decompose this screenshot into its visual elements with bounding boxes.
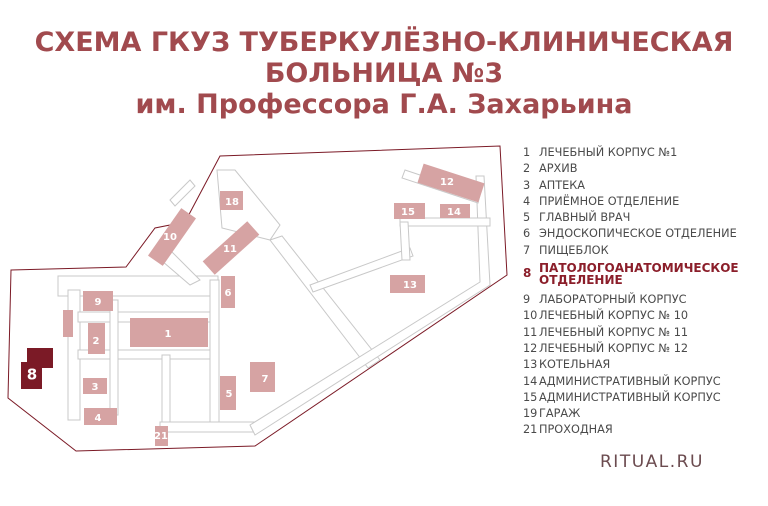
title-line-3: им. Профессора Г.А. Захарьина [135, 89, 633, 120]
building-21 [155, 426, 168, 446]
building-2 [88, 323, 105, 354]
svg-text:6: 6 [225, 288, 232, 299]
brand-logo: RITUAL.RU [600, 452, 704, 472]
territory-boundary [7, 145, 508, 452]
building-5 [220, 376, 236, 410]
svg-text:4: 4 [95, 413, 102, 424]
svg-text:14: 14 [447, 207, 461, 218]
building-11 [202, 221, 260, 275]
svg-text:8: 8 [27, 366, 37, 384]
building-3 [83, 378, 107, 394]
buildings [21, 163, 485, 446]
svg-text:10: 10 [163, 232, 177, 243]
building-13 [390, 275, 425, 293]
svg-text:1: 1 [165, 329, 172, 340]
svg-text:11: 11 [223, 244, 237, 255]
building-12 [417, 163, 485, 203]
building-labels: 1 2 3 4 5 6 7 8 9 10 11 12 13 14 15 18 2… [27, 177, 461, 442]
building-7 [250, 362, 275, 392]
svg-text:18: 18 [225, 197, 239, 208]
building-14 [440, 204, 470, 218]
svg-text:2: 2 [93, 336, 100, 347]
svg-text:21: 21 [154, 431, 168, 442]
svg-text:5: 5 [226, 389, 233, 400]
building-4 [84, 408, 117, 425]
building-1 [130, 318, 208, 347]
building-18 [220, 191, 243, 210]
building-10 [147, 208, 197, 266]
title-line-2: БОЛЬНИЦА №3 [264, 58, 504, 89]
svg-text:9: 9 [95, 297, 102, 308]
building-9 [83, 291, 113, 311]
building-8 [21, 348, 53, 389]
svg-text:12: 12 [440, 177, 454, 188]
building-15 [394, 203, 425, 219]
svg-text:7: 7 [262, 374, 269, 385]
building-6 [221, 276, 235, 308]
title-line-1: СХЕМА ГКУЗ ТУБЕРКУЛЁЗНО-КЛИНИЧЕСКАЯ [34, 27, 734, 58]
hospital-map: 1 2 3 4 5 6 7 8 9 10 11 12 13 14 15 18 2… [7, 145, 508, 452]
svg-text:3: 3 [92, 382, 99, 393]
svg-text:15: 15 [401, 207, 415, 218]
svg-text:13: 13 [403, 280, 417, 291]
